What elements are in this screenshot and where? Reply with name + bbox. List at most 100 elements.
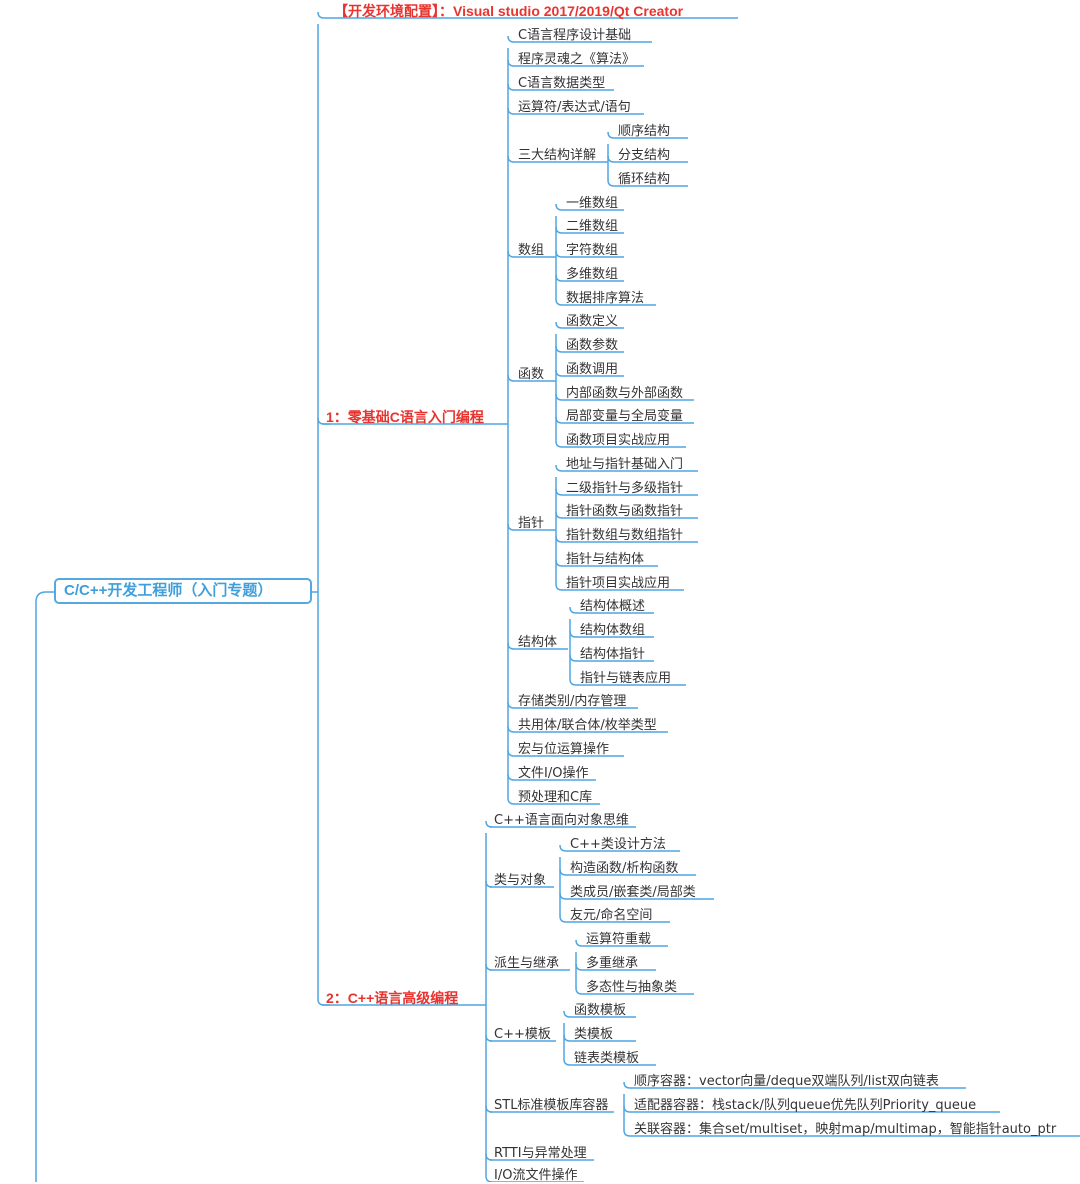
cpp-templates-link-2 [563,1058,571,1066]
root-node-label: C/C++开发工程师（入门专题） [64,582,273,599]
c-storage: 存储类别/内存管理 [518,694,627,709]
c-functions-link-2 [555,369,563,377]
c-structs-1: 结构体数组 [580,623,646,638]
c-functions-5: 函数项目实战应用 [566,433,671,448]
cpp-stl-1: 适配器容器：栈stack/队列queue优先队列Priority_queue [634,1098,977,1113]
c-pointers-link-0 [555,464,563,472]
c-pointers-link-5 [555,583,563,591]
c-structs-2: 结构体指针 [580,647,646,662]
cpp-classes-1: 构造函数/析构函数 [570,861,679,876]
c-structures-link-0 [607,131,615,139]
cpp-stl-0: 顺序容器：vector向量/deque双端队列/list双向链表 [634,1074,939,1089]
cpp-adv-link-5 [485,1153,493,1161]
cpp-adv-link-4 [485,1105,493,1113]
c-arrays-link-1 [555,226,563,234]
c-arrays-1: 二维数组 [566,219,619,234]
c-arrays-3: 多维数组 [566,267,619,282]
c-basics-link-8 [507,642,515,650]
c-operators: 运算符/表达式/语句 [518,100,631,115]
c-arrays-4: 数据排序算法 [566,291,645,306]
c-structs-3: 指针与链表应用 [580,671,672,686]
cpp-oop: C++语言面向对象思维 [494,813,629,828]
c-pointers-0: 地址与指针基础入门 [566,457,684,472]
c-functions-3: 内部函数与外部函数 [566,386,684,401]
c-algo: 程序灵魂之《算法》 [518,52,636,67]
c-structs-link-0 [569,606,577,614]
cpp-adv-link-2 [485,963,493,971]
cpp-templates-0: 函数模板 [574,1003,627,1018]
c-arrays-link-4 [555,298,563,306]
root-left-link [35,591,54,1182]
c-basics-link-10 [507,725,515,733]
cpp-iostream: I/O流文件操作 [494,1168,578,1183]
cpp-adv-link-3 [485,1034,493,1042]
branch-cpp-adv: 2：C++语言高级编程 [326,990,459,1006]
cpp-adv-link-0 [485,820,493,828]
c-basics-link-3 [507,107,515,115]
c-pointers-2: 指针函数与函数指针 [566,504,684,519]
c-structures: 三大结构详解 [518,148,597,163]
c-functions-link-0 [555,321,563,329]
c-basics-link-5 [507,250,515,258]
branch-c-basics: 1：零基础C语言入门编程 [326,409,484,425]
cpp-stl-link-0 [623,1081,631,1089]
c-macros: 宏与位运算操作 [518,742,610,757]
c-intro: C语言程序设计基础 [518,28,632,43]
c-structs-link-1 [569,630,577,638]
cpp-stl-link-1 [623,1105,631,1113]
cpp-templates-link-0 [563,1010,571,1018]
cpp-classes-3: 友元/命名空间 [570,908,653,923]
cpp-classes-link-3 [559,915,567,923]
c-functions-link-1 [555,345,563,353]
c-functions-link-4 [555,416,563,424]
c-structures-link-1 [607,155,615,163]
c-functions-1: 函数参数 [566,338,619,353]
c-pointers-link-1 [555,488,563,496]
cpp-templates: C++模板 [494,1027,551,1042]
c-basics-link-1 [507,59,515,67]
c-structures-link-2 [607,179,615,187]
c-arrays-0: 一维数组 [566,196,619,211]
c-basics-link-13 [507,797,515,805]
cpp-inherit: 派生与继承 [494,956,560,971]
c-structures-0: 顺序结构 [618,124,671,139]
cpp-adv-link-6 [485,1175,493,1182]
c-functions: 函数 [518,367,545,382]
cpp-classes-link-1 [559,868,567,876]
cpp-classes: 类与对象 [494,873,547,888]
c-pointers: 指针 [518,516,545,531]
cpp-classes-link-2 [559,892,567,900]
cpp-inherit-link-1 [575,963,583,971]
cpp-inherit-link-0 [575,939,583,947]
c-structs-link-2 [569,654,577,662]
cpp-inherit-2: 多态性与抽象类 [586,980,678,995]
c-functions-4: 局部变量与全局变量 [566,409,684,424]
branch-env: 【开发环境配置】：Visual studio 2017/2019/Qt Crea… [334,3,684,19]
c-functions-link-3 [555,393,563,401]
c-arrays-link-2 [555,250,563,258]
c-types: C语言数据类型 [518,76,606,91]
c-basics-link-6 [507,374,515,382]
c-basics-link-4 [507,155,515,163]
c-basics-link-2 [507,83,515,91]
c-pointers-link-3 [555,535,563,543]
root-node[interactable] [54,578,312,604]
cpp-classes-0: C++类设计方法 [570,837,666,852]
c-arrays-link-3 [555,274,563,282]
c-basics-link-12 [507,773,515,781]
c-structures-1: 分支结构 [618,148,671,163]
root-link-0 [317,11,330,19]
c-basics-link-9 [507,701,515,709]
cpp-inherit-link-2 [575,987,583,995]
c-pointers-1: 二级指针与多级指针 [566,481,684,496]
c-functions-link-5 [555,440,563,448]
cpp-inherit-0: 运算符重载 [586,932,652,947]
c-arrays: 数组 [518,243,545,258]
c-file_io: 文件I/O操作 [518,766,589,781]
c-pointers-link-4 [555,559,563,567]
cpp-rtti: RTTI与异常处理 [494,1146,587,1161]
cpp-templates-1: 类模板 [574,1027,614,1042]
c-preproc: 预处理和C库 [518,790,593,805]
c-pointers-link-2 [555,511,563,519]
